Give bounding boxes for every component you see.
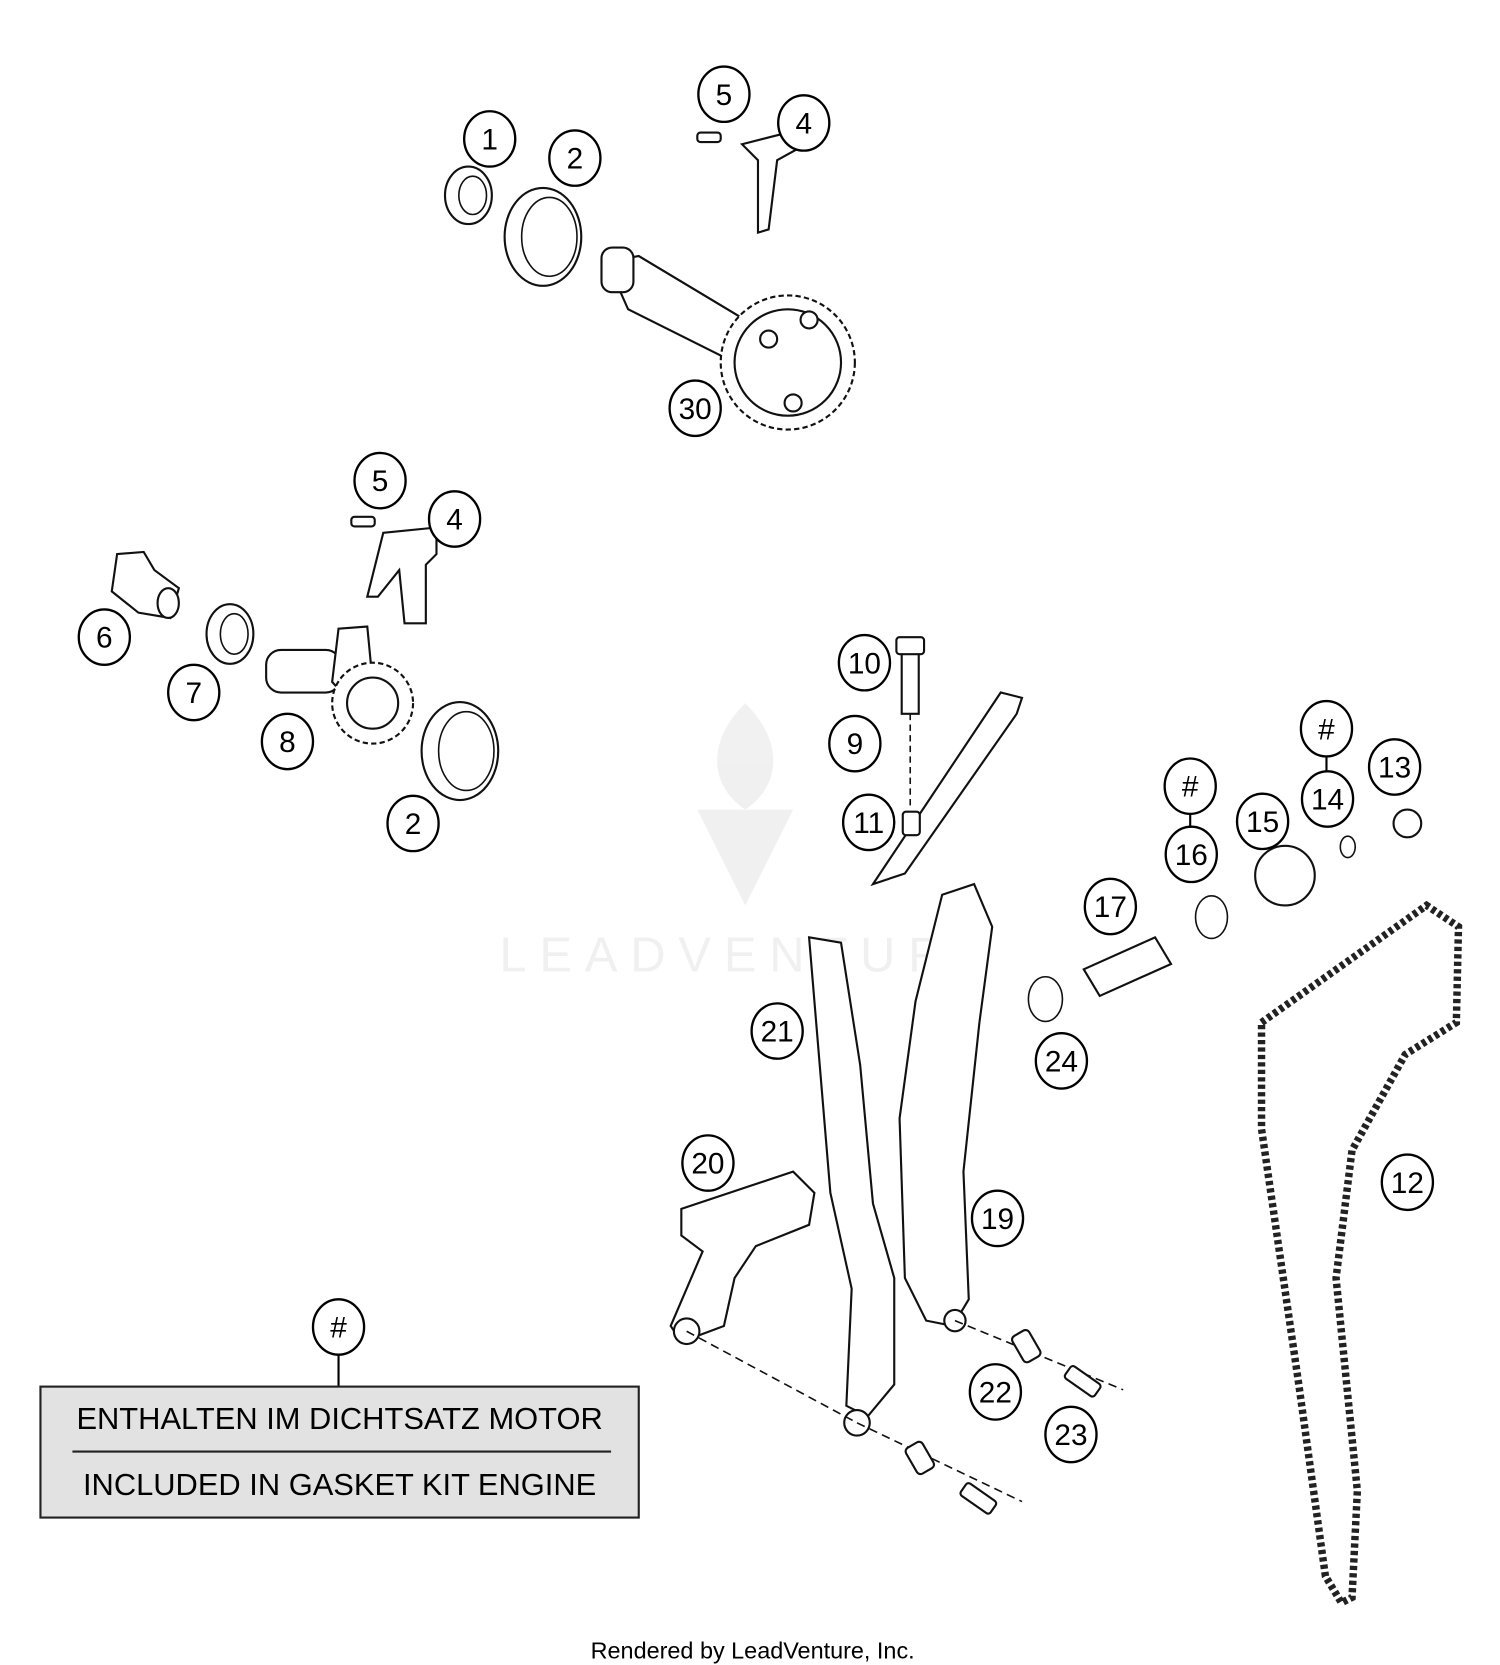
callout-label: 23: [1054, 1419, 1087, 1452]
callout-label: 24: [1045, 1045, 1078, 1078]
bearing-2: [503, 186, 583, 287]
oring-24: [1027, 975, 1064, 1023]
callout-22[interactable]: 22: [968, 1363, 1023, 1421]
callout-label: 7: [185, 677, 202, 710]
bolt-23: [1063, 1364, 1102, 1398]
camshaft-exhaust: [443, 129, 856, 431]
rail-9: [870, 691, 1024, 887]
callout-label: 13: [1378, 752, 1411, 785]
footer-credit: Rendered by LeadVenture, Inc.: [591, 1638, 915, 1664]
callout-8[interactable]: 8: [260, 712, 315, 771]
tensioner-parts: [1027, 808, 1423, 1023]
callout-4[interactable]: 4: [777, 94, 831, 152]
callout-label: 14: [1311, 784, 1344, 817]
callout-label: #: [1182, 771, 1199, 804]
callout-label: 4: [446, 504, 463, 537]
callout-label: 4: [795, 108, 812, 141]
sleeve-11: [901, 810, 921, 837]
callout-5[interactable]: 5: [353, 451, 407, 510]
callout-label: 2: [405, 808, 422, 841]
callout-label: 17: [1094, 891, 1127, 924]
callout-label: 6: [96, 622, 113, 655]
callout-hash[interactable]: #: [1299, 699, 1354, 758]
callout-1[interactable]: 1: [462, 110, 517, 168]
screw-5b: [350, 515, 376, 528]
gasket-kit-legend: ENTHALTEN IM DICHTSATZ MOTOR INCLUDED IN…: [39, 1385, 640, 1519]
callouts: 12543054678210911#1413#16151724211220192…: [77, 65, 1435, 1464]
callout-label: 2: [567, 143, 584, 176]
callout-hash[interactable]: #: [1163, 757, 1217, 816]
callout-label: 30: [679, 393, 712, 426]
callout-4[interactable]: 4: [427, 490, 482, 548]
callout-13[interactable]: 13: [1367, 738, 1422, 796]
rail-21: [807, 936, 896, 1418]
callout-label: 21: [761, 1016, 794, 1049]
piston-17: [1082, 936, 1173, 998]
callout-hash[interactable]: #: [311, 1298, 366, 1356]
legend-english: INCLUDED IN GASKET KIT ENGINE: [83, 1467, 596, 1502]
callout-2[interactable]: 2: [386, 794, 440, 853]
callout-label: 11: [853, 807, 884, 840]
lock-plate-4b: [365, 526, 438, 625]
legend-german: ENTHALTEN IM DICHTSATZ MOTOR: [76, 1401, 602, 1436]
callout-label: 10: [848, 647, 881, 680]
callout-label: 16: [1175, 839, 1208, 872]
callout-15[interactable]: 15: [1235, 792, 1290, 851]
callout-6[interactable]: 6: [77, 608, 132, 666]
callout-label: #: [330, 1312, 347, 1345]
callout-label: 9: [847, 728, 864, 761]
callout-label: 1: [481, 123, 498, 156]
callout-label: 5: [716, 79, 733, 112]
watermark-logo: LEADVENTURE: [499, 703, 1001, 982]
callout-14[interactable]: 14: [1300, 770, 1355, 828]
bearing-2b: [420, 701, 500, 802]
callout-19[interactable]: 19: [970, 1189, 1025, 1248]
guide-rails: [669, 882, 1124, 1515]
guide-20: [669, 1170, 816, 1344]
callout-24[interactable]: 24: [1034, 1032, 1089, 1090]
bearing-1: [443, 165, 493, 226]
callout-21[interactable]: 21: [750, 1002, 804, 1060]
callout-label: 8: [279, 726, 296, 759]
screw-5: [696, 131, 722, 144]
callout-label: 22: [979, 1377, 1012, 1410]
callout-30[interactable]: 30: [668, 379, 722, 438]
callout-label: 19: [981, 1203, 1014, 1236]
sleeve-22: [1011, 1328, 1042, 1364]
oring-14: [1339, 835, 1357, 859]
callout-16[interactable]: 16: [1164, 825, 1218, 884]
tensioner-15: [1254, 844, 1316, 907]
callout-label: #: [1318, 713, 1335, 746]
oring-16: [1194, 895, 1229, 940]
callout-9[interactable]: 9: [828, 714, 882, 773]
callout-23[interactable]: 23: [1044, 1405, 1098, 1464]
watermark-text: LEADVENTURE: [499, 928, 1001, 982]
callout-10[interactable]: 10: [837, 633, 892, 692]
bolt-10: [900, 648, 920, 715]
plug-13: [1392, 808, 1423, 839]
callout-label: 15: [1246, 806, 1279, 839]
callout-11[interactable]: 11: [841, 793, 896, 852]
callout-20[interactable]: 20: [681, 1134, 735, 1192]
chain-tensioner-rail-upper: [870, 636, 1024, 887]
callout-17[interactable]: 17: [1083, 877, 1138, 936]
callout-2[interactable]: 2: [548, 129, 602, 187]
callout-label: 20: [691, 1148, 724, 1181]
callout-12[interactable]: 12: [1380, 1153, 1435, 1212]
bearing-7: [205, 603, 255, 665]
callout-label: 5: [372, 465, 389, 498]
camshaft-intake: [110, 515, 500, 802]
callout-5[interactable]: 5: [697, 65, 751, 124]
timing-chain-12: [1257, 900, 1463, 1608]
callout-7[interactable]: 7: [167, 663, 221, 722]
callout-label: 12: [1391, 1167, 1424, 1200]
